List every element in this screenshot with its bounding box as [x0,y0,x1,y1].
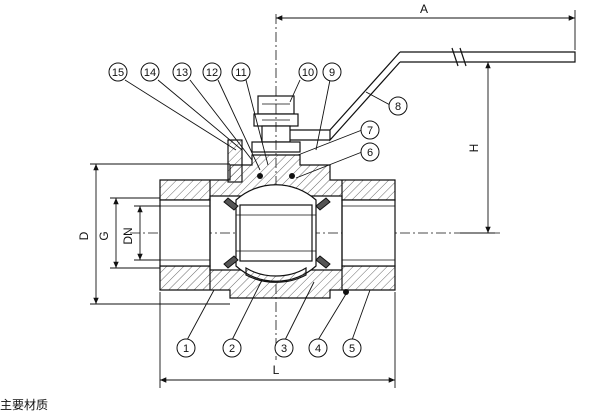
callout-circle [274,338,294,358]
label-d: D [77,231,91,240]
callout-circle [176,338,196,358]
callout-number: 3 [281,343,287,355]
callout-circle [231,62,251,82]
callout-number: 12 [206,67,218,79]
dimension-a [276,10,576,50]
callout-number: 8 [395,101,401,113]
seats [223,197,331,269]
callout-number: 5 [349,343,355,355]
callout-number: 15 [112,67,124,79]
callout-number: 1 [183,343,189,355]
bottom-callout-3: 3 [274,338,294,358]
bottom-callout-2: 2 [222,338,242,358]
right-callout-7: 7 [360,120,380,140]
top-callout-10: 10 [298,62,318,82]
callout-circle [308,338,328,358]
callout-circle [202,62,222,82]
callout-circle [360,120,380,140]
label-dn: DN [121,227,135,244]
callout-circle [342,338,362,358]
callout-number: 11 [235,67,246,79]
top-callout-13: 13 [172,62,192,82]
callout-number: 7 [367,125,373,137]
top-callout-14: 14 [140,62,160,82]
callout-circle [360,142,380,162]
top-callout-9: 9 [322,62,342,82]
o-ring-stem [257,173,263,179]
label-l: L [273,363,280,377]
callout-circle [172,62,192,82]
bottom-callout-5: 5 [342,338,362,358]
bottom-callout-1: 1 [176,338,196,358]
callout-number: 9 [329,67,335,79]
callout-circle [298,62,318,82]
callout-circle [222,338,242,358]
dimension-g [110,197,160,269]
callout-number: 14 [144,67,156,79]
leader-lines [124,79,393,341]
top-callout-11: 11 [231,62,251,82]
callout-number: 4 [315,343,321,355]
valve-body [159,154,396,299]
dimension-dn [134,205,160,261]
callout-circle [140,62,160,82]
ball [235,184,317,283]
dimension-l [159,292,396,388]
callout-number: 6 [367,147,373,159]
top-callout-15: 15 [108,62,128,82]
label-a: A [420,2,428,16]
callout-circle [108,62,128,82]
caption: 主要材质 [0,398,49,411]
right-callout-8: 8 [388,96,408,116]
label-h: H [467,144,481,153]
label-g: G [97,231,111,240]
callout-number: 10 [302,67,314,79]
top-callout-12: 12 [202,62,222,82]
dimension-h [400,61,495,234]
o-ring [343,289,349,295]
o-ring-upper [289,173,295,179]
callout-number: 13 [176,67,188,79]
callout-number: 2 [229,343,235,355]
callout-circle [322,62,342,82]
right-callout-6: 6 [360,142,380,162]
callout-circle [388,96,408,116]
bottom-callout-4: 4 [308,338,328,358]
